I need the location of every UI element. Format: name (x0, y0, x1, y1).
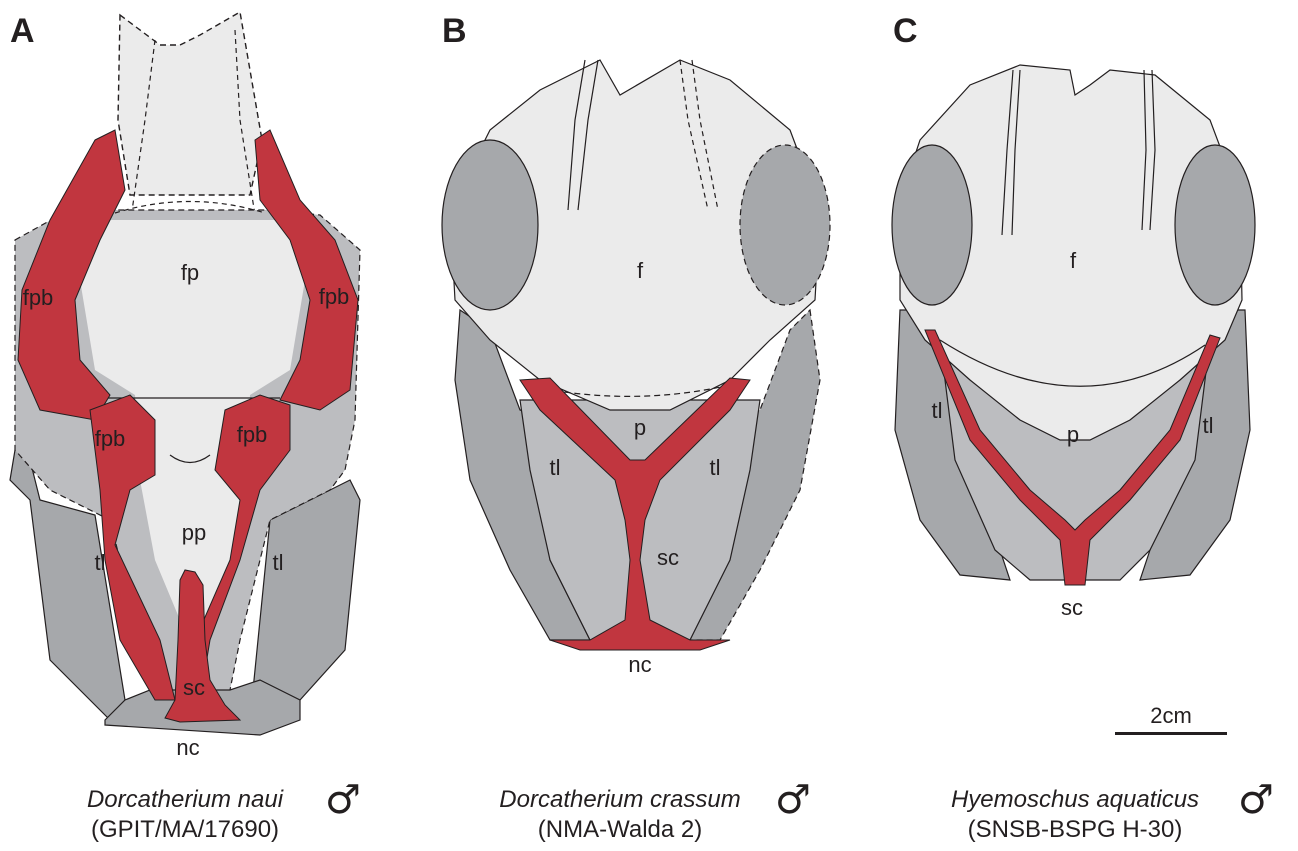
panel-a-skull: fp fpb fpb fpb fpb pp tl tl sc nc (0, 0, 380, 770)
nasal-outline-a (118, 12, 262, 195)
scale-bar-line (1115, 732, 1227, 735)
orbit-right-c (1175, 145, 1255, 305)
label-fp-a: fp (181, 260, 199, 285)
label-tl-right-b: tl (710, 455, 721, 480)
scale-bar-label: 2cm (1115, 703, 1227, 729)
specimen-code-a: (GPIT/MA/17690) (40, 815, 330, 845)
label-pp-a: pp (182, 520, 206, 545)
caption-a: Dorcatherium naui (GPIT/MA/17690) (40, 785, 330, 845)
label-fpb-right-lower-a: fpb (237, 422, 268, 447)
label-nc-a: nc (176, 735, 199, 760)
label-sc-a: sc (183, 675, 205, 700)
skull-b-drawing: f p tl tl sc nc (430, 0, 850, 710)
male-symbol-icon-b: ♂ (775, 780, 811, 820)
label-sc-b: sc (657, 545, 679, 570)
label-f-b: f (637, 258, 644, 283)
skull-a-drawing: fp fpb fpb fpb fpb pp tl tl sc nc (0, 0, 380, 770)
label-p-c: p (1067, 422, 1079, 447)
label-nc-b: nc (628, 652, 651, 677)
label-tl-right-c: tl (1203, 413, 1214, 438)
label-tl-left-c: tl (932, 398, 943, 423)
label-fpb-left-upper-a: fpb (23, 285, 54, 310)
label-tl-left-b: tl (550, 455, 561, 480)
panel-b-skull: f p tl tl sc nc (430, 0, 850, 710)
male-symbol-icon-c: ♂ (1238, 780, 1274, 820)
label-sc-c: sc (1061, 595, 1083, 620)
specimen-code-c: (SNSB-BSPG H-30) (920, 815, 1230, 845)
species-name-c: Hyemoschus aquaticus (920, 785, 1230, 815)
species-name-b: Dorcatherium crassum (470, 785, 770, 815)
orbit-right-b (740, 145, 830, 305)
label-tl-right-a: tl (273, 550, 284, 575)
label-tl-left-a: tl (95, 550, 106, 575)
orbit-left-c (892, 145, 972, 305)
caption-b: Dorcatherium crassum (NMA-Walda 2) (470, 785, 770, 845)
label-f-c: f (1070, 248, 1077, 273)
skull-c-drawing: f p tl tl sc (880, 0, 1270, 650)
label-p-b: p (634, 415, 646, 440)
species-name-a: Dorcatherium naui (40, 785, 330, 815)
label-fpb-right-upper-a: fpb (319, 284, 350, 309)
label-fpb-left-lower-a: fpb (95, 426, 126, 451)
caption-c: Hyemoschus aquaticus (SNSB-BSPG H-30) (920, 785, 1230, 845)
specimen-code-b: (NMA-Walda 2) (470, 815, 770, 845)
orbit-left-b (442, 140, 538, 310)
male-symbol-icon-a: ♂ (325, 780, 361, 820)
panel-c-skull: f p tl tl sc (880, 0, 1270, 650)
